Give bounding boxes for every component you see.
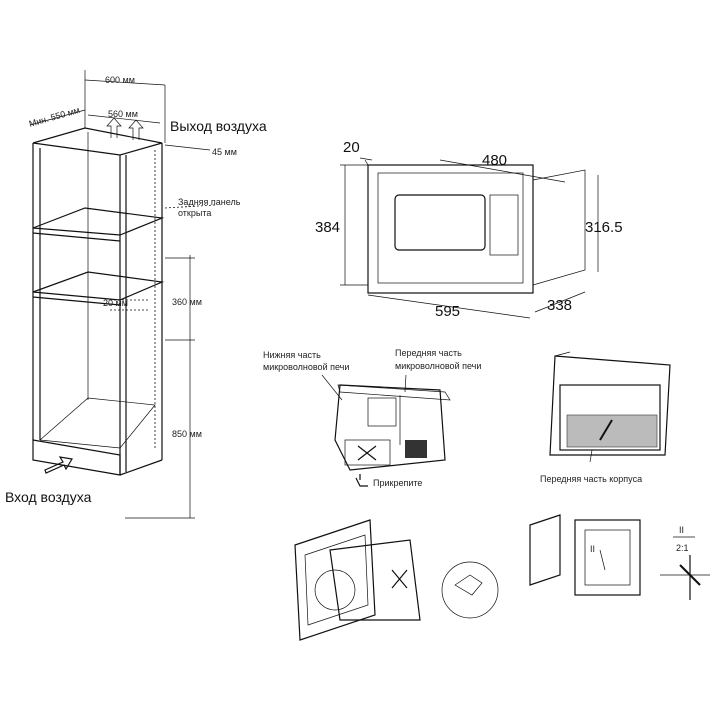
dim-20: 20 xyxy=(343,139,360,156)
dim-850: 850 мм xyxy=(172,429,202,439)
dim-338: 338 xyxy=(547,297,572,314)
front-part-label-2: микроволновой печи xyxy=(395,361,481,371)
case-front-label: Передняя часть корпуса xyxy=(540,474,642,484)
dim-min-550: Мин. 550 мм xyxy=(28,105,81,129)
install-step-door: II II 2:1 xyxy=(529,514,710,600)
air-in-label: Вход воздуха xyxy=(5,489,92,505)
dim-560: 560 мм xyxy=(108,109,138,119)
front-part-label-1: Передняя часть xyxy=(395,348,462,358)
detail-scale-top: II xyxy=(679,525,684,535)
cabinet-drawing: 600 мм Мин. 550 мм 560 мм Выход воздуха … xyxy=(5,70,267,519)
install-step-attach: Нижняя часть микроволновой печи Передняя… xyxy=(263,348,481,488)
detail-mark: II xyxy=(590,544,595,554)
attach-label: Прикрепите xyxy=(373,478,422,488)
bottom-part-label-2: микроволновой печи xyxy=(263,362,349,372)
dim-20mm: 20 мм xyxy=(103,298,128,308)
dim-480: 480 xyxy=(482,152,507,169)
detail-scale: 2:1 xyxy=(676,543,689,553)
install-step-case: Передняя часть корпуса xyxy=(540,351,671,484)
dim-384: 384 xyxy=(315,219,340,236)
dim-45: 45 мм xyxy=(212,147,237,157)
back-panel-label-1: Задняя панель xyxy=(178,197,241,207)
dim-360: 360 мм xyxy=(172,297,202,307)
bottom-part-label-1: Нижняя часть xyxy=(263,350,321,360)
dim-316-5: 316.5 xyxy=(585,219,623,236)
microwave-dimension-drawing: 20 480 384 316.5 595 338 xyxy=(315,139,623,320)
air-out-label: Выход воздуха xyxy=(170,118,267,134)
dim-595: 595 xyxy=(435,303,460,320)
dim-600: 600 мм xyxy=(105,75,135,85)
install-step-insert xyxy=(294,519,499,641)
back-panel-label-2: открыта xyxy=(178,208,211,218)
